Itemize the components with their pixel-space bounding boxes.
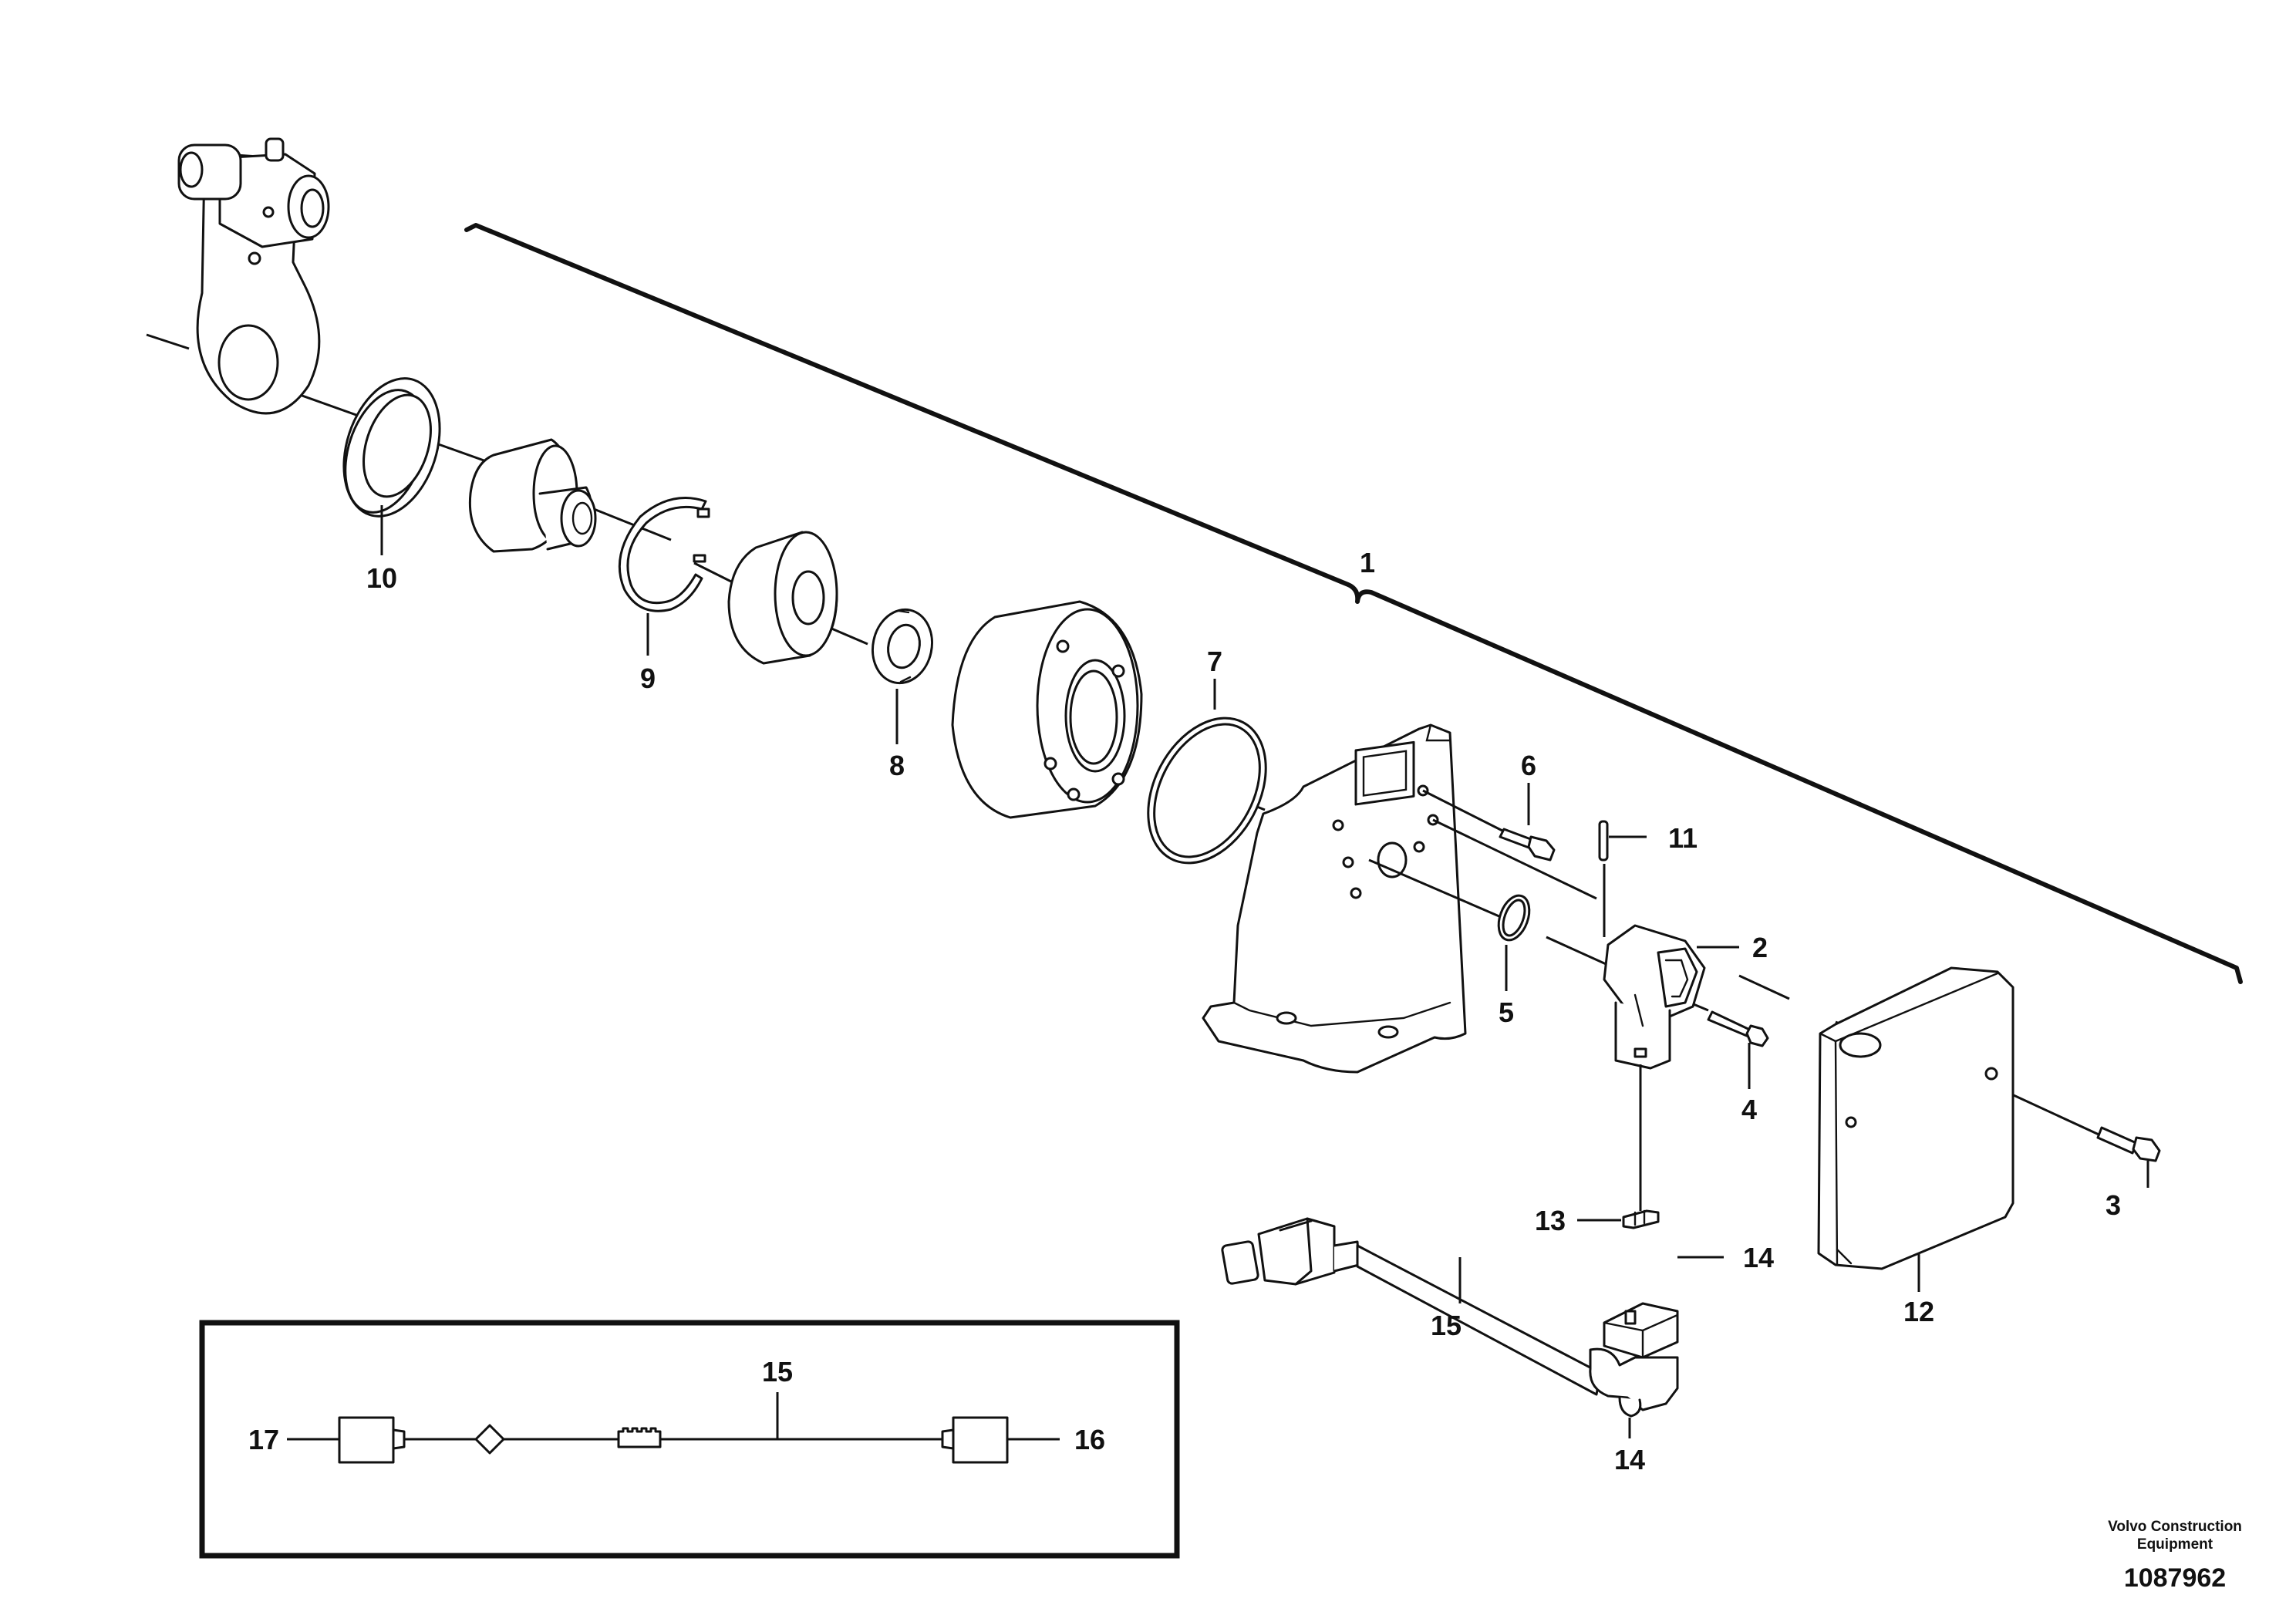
harness (1221, 1217, 1679, 1418)
brand-line-1: Volvo Construction (2108, 1519, 2242, 1535)
pin (1598, 820, 1609, 937)
callout-13: 13 (1535, 1205, 1566, 1236)
assembly-brace (464, 223, 2243, 984)
splice-diamond (474, 1424, 505, 1455)
drawing-number: 1087962 (2124, 1563, 2226, 1593)
fuse-symbol (617, 1427, 662, 1448)
o-ring (1147, 717, 1267, 865)
bearing (727, 531, 838, 665)
callout-labels: 1 2 3 4 5 6 7 8 9 10 11 12 13 14 14 15 (366, 547, 2121, 1475)
housing (951, 600, 1143, 819)
bolt-3 (2096, 1126, 2161, 1162)
shaft (468, 438, 597, 553)
cover (1817, 966, 2014, 1270)
callout-9: 9 (640, 663, 656, 694)
wiring-schematic: 15 17 16 (199, 1320, 1180, 1559)
callout-7: 7 (1207, 646, 1222, 677)
schematic-harness-label: 15 (762, 1356, 793, 1388)
callout-14-upper: 14 (1743, 1242, 1774, 1273)
brand-line-2: Equipment (2137, 1536, 2213, 1553)
snap-ring (618, 497, 710, 612)
connector-17 (338, 1416, 395, 1464)
sensor (1603, 924, 1706, 1211)
callout-leaders (380, 505, 2149, 1438)
callout-12: 12 (1903, 1296, 1934, 1327)
lever-arm (177, 137, 330, 415)
callout-15: 15 (1431, 1310, 1462, 1341)
callout-11: 11 (1668, 822, 1698, 854)
callout-8: 8 (889, 750, 905, 781)
slotted-nut (872, 608, 933, 685)
small-ring (1497, 894, 1531, 942)
callout-3: 3 (2106, 1189, 2121, 1221)
callout-14-lower: 14 (1614, 1444, 1645, 1475)
schematic-right-label: 16 (1074, 1424, 1105, 1455)
clip (1622, 1209, 1660, 1229)
callout-2: 2 (1752, 932, 1768, 963)
callout-6: 6 (1521, 750, 1536, 781)
footer: Volvo Construction Equipment 1087962 (2108, 1519, 2242, 1593)
seal (342, 377, 441, 518)
callout-5: 5 (1499, 996, 1514, 1028)
callout-10: 10 (366, 562, 397, 594)
bolt-6 (1499, 828, 1556, 862)
connector-16 (952, 1416, 1009, 1464)
screw-4 (1707, 1010, 1769, 1047)
mounting-bracket (1202, 723, 1467, 1074)
callout-1: 1 (1360, 547, 1375, 578)
schematic-left-label: 17 (248, 1424, 279, 1455)
callout-4: 4 (1741, 1094, 1757, 1125)
